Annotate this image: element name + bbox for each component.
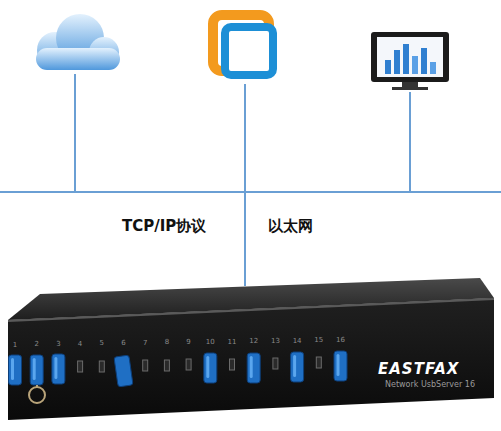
- protocol-label: TCP/IP协议: [122, 217, 206, 236]
- device-body: [4, 276, 497, 422]
- port-number: 11: [224, 338, 240, 346]
- monitor-icon: [371, 32, 449, 90]
- port-number: 15: [311, 336, 327, 344]
- device-front: [8, 298, 494, 420]
- port-number: 3: [50, 340, 66, 348]
- port-number: 10: [202, 338, 218, 346]
- device-edge: [8, 298, 494, 322]
- model-name: Network UsbServer 16: [385, 380, 475, 389]
- port-number: 5: [94, 339, 110, 347]
- port-number: 7: [137, 339, 153, 347]
- port-number: 12: [246, 337, 262, 345]
- brand-name: EASTFAX: [378, 360, 459, 378]
- port-number: 16: [333, 336, 349, 344]
- usb-server: EASTFAX Network UsbServer 16: [4, 276, 497, 422]
- port-number: 2: [29, 340, 45, 348]
- port-number: 4: [72, 340, 88, 348]
- ethernet-wire: [0, 74, 501, 286]
- port-number: 14: [289, 337, 305, 345]
- port-number: 6: [116, 339, 132, 347]
- network-label: 以太网: [268, 217, 313, 236]
- port-number: 1: [7, 341, 23, 349]
- vmware-icon: [213, 15, 273, 75]
- port-number: 8: [159, 338, 175, 346]
- cloud-icon: [36, 14, 120, 70]
- port-number: 9: [181, 338, 197, 346]
- port-number: 13: [267, 337, 283, 345]
